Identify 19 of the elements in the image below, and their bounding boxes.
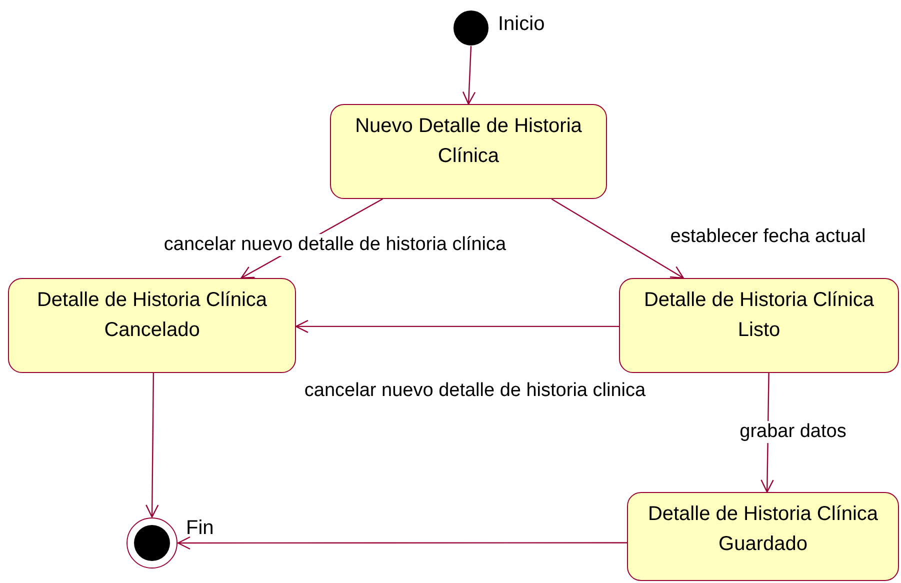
transition-arrow [177,536,627,550]
state-name: Nuevo Detalle de Historia Clínica [354,114,583,169]
transition-arrow [295,320,619,334]
state-label: Inicio [498,12,545,36]
initial-state-circle [453,10,489,46]
state-box [330,104,607,199]
transition-arrow [462,46,476,105]
edge-label: cancelar nuevo detalle de historia clínica [164,234,506,256]
final-state-circle [126,517,178,569]
edge-label: grabar datos [740,421,846,443]
state-label: Fin [186,516,214,540]
state-box [619,278,899,373]
transition-arrow [551,198,684,279]
state-name: Detalle de Historia Clínica Guardado [646,502,880,557]
state-name: Detalle de Historia Clínica Listo [642,288,876,343]
state-box [627,492,899,581]
state-box [8,278,296,373]
transition-arrow [146,373,159,518]
state-name: Detalle de Historia Clínica Cancelado [36,288,268,343]
